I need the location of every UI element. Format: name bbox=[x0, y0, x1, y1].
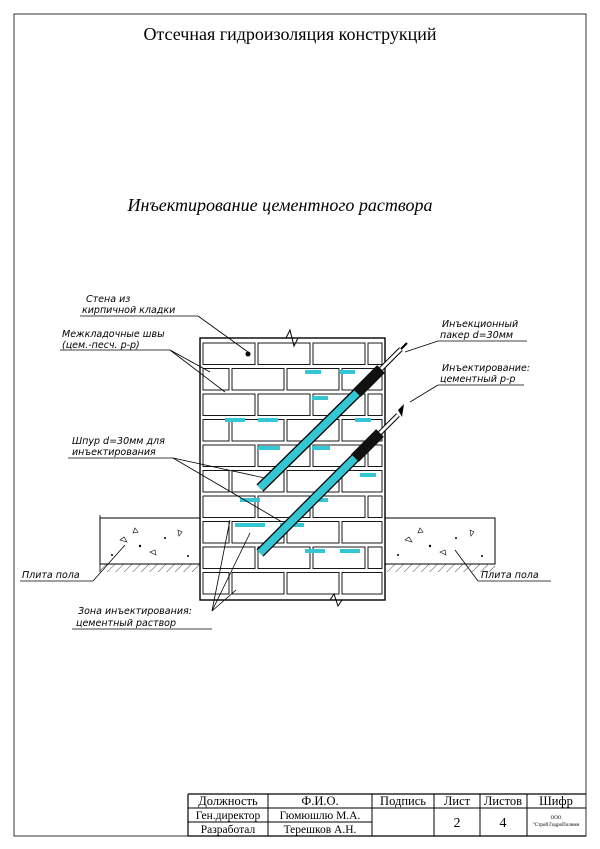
tb-row1-name: Гюмюшлю М.А. bbox=[280, 810, 361, 822]
tb-row1-position: Ген.директор bbox=[196, 810, 261, 822]
brick bbox=[341, 572, 383, 595]
brick bbox=[341, 521, 383, 544]
brick bbox=[202, 419, 230, 442]
tb-header-code: Шифр bbox=[539, 794, 573, 808]
brick bbox=[367, 546, 383, 569]
injection-zone bbox=[225, 370, 376, 553]
tb-code-line2: "Строй ГидроПолимн bbox=[533, 823, 580, 828]
label-borehole-line1: Шпур d=30мм для bbox=[72, 436, 165, 447]
brick bbox=[367, 393, 383, 416]
label-joints-line1: Межкладочные швы bbox=[62, 329, 165, 340]
tb-header-sheets: Листов bbox=[484, 794, 522, 808]
break-line-bottom bbox=[280, 592, 350, 608]
label-zone-line2: цементный раствор bbox=[76, 618, 176, 629]
brick bbox=[231, 419, 285, 442]
drawing-subtitle: Инъектирование цементного раствора bbox=[127, 195, 433, 215]
label-joints-line2: (цем.-песч. р-р) bbox=[62, 340, 140, 351]
label-injection-line2: цементный р-р bbox=[440, 374, 515, 385]
brick bbox=[202, 368, 230, 391]
brick-courses bbox=[202, 342, 383, 595]
leader-dot bbox=[245, 351, 251, 357]
brick bbox=[202, 393, 256, 416]
brick bbox=[257, 546, 311, 569]
tb-code-line1: ООО bbox=[551, 816, 562, 821]
brick bbox=[202, 521, 230, 544]
tb-header-position: Должность bbox=[198, 794, 258, 808]
floor-slab-right bbox=[384, 517, 496, 572]
tb-header-name: Ф.И.О. bbox=[301, 794, 338, 808]
label-zone-line1: Зона инъектирования: bbox=[78, 606, 192, 617]
injection-packer-lower bbox=[351, 404, 404, 462]
label-wall-line2: кирпичной кладки bbox=[82, 305, 175, 316]
borehole-upper bbox=[256, 384, 366, 492]
label-packer-line1: Инъекционный bbox=[442, 319, 518, 330]
brick bbox=[257, 393, 311, 416]
brick bbox=[231, 572, 285, 595]
brick bbox=[367, 495, 383, 518]
brick bbox=[286, 368, 340, 391]
brick bbox=[257, 342, 311, 365]
tb-sheet-number: 2 bbox=[454, 816, 461, 831]
borehole-lower bbox=[256, 444, 369, 557]
brick bbox=[202, 546, 256, 569]
label-injection-line1: Инъектирование: bbox=[442, 363, 530, 374]
tb-header-signature: Подпись bbox=[380, 794, 426, 808]
brick bbox=[231, 368, 285, 391]
label-wall-line1: Стена из bbox=[86, 294, 130, 305]
brick bbox=[286, 572, 340, 595]
brick bbox=[367, 342, 383, 365]
floor-slab-left bbox=[99, 515, 201, 572]
injection-packer-upper bbox=[353, 342, 408, 397]
tb-sheets-total: 4 bbox=[500, 816, 507, 831]
label-borehole-line2: инъектирования bbox=[72, 447, 156, 458]
title-block bbox=[187, 793, 586, 836]
break-line-top bbox=[270, 328, 315, 348]
label-floor-left: Плита пола bbox=[22, 570, 80, 581]
tb-header-sheet: Лист bbox=[444, 794, 471, 808]
label-packer-line2: пакер d=30мм bbox=[440, 330, 513, 341]
page-title: Отсечная гидроизоляция конструкций bbox=[143, 24, 436, 44]
brick bbox=[202, 444, 256, 467]
tb-row2-name: Терешков А.Н. bbox=[284, 824, 357, 836]
label-floor-right: Плита пола bbox=[481, 570, 539, 581]
leader-lines bbox=[20, 315, 551, 630]
brick bbox=[312, 342, 366, 365]
brick bbox=[202, 342, 256, 365]
tb-row2-position: Разработал bbox=[201, 824, 256, 836]
